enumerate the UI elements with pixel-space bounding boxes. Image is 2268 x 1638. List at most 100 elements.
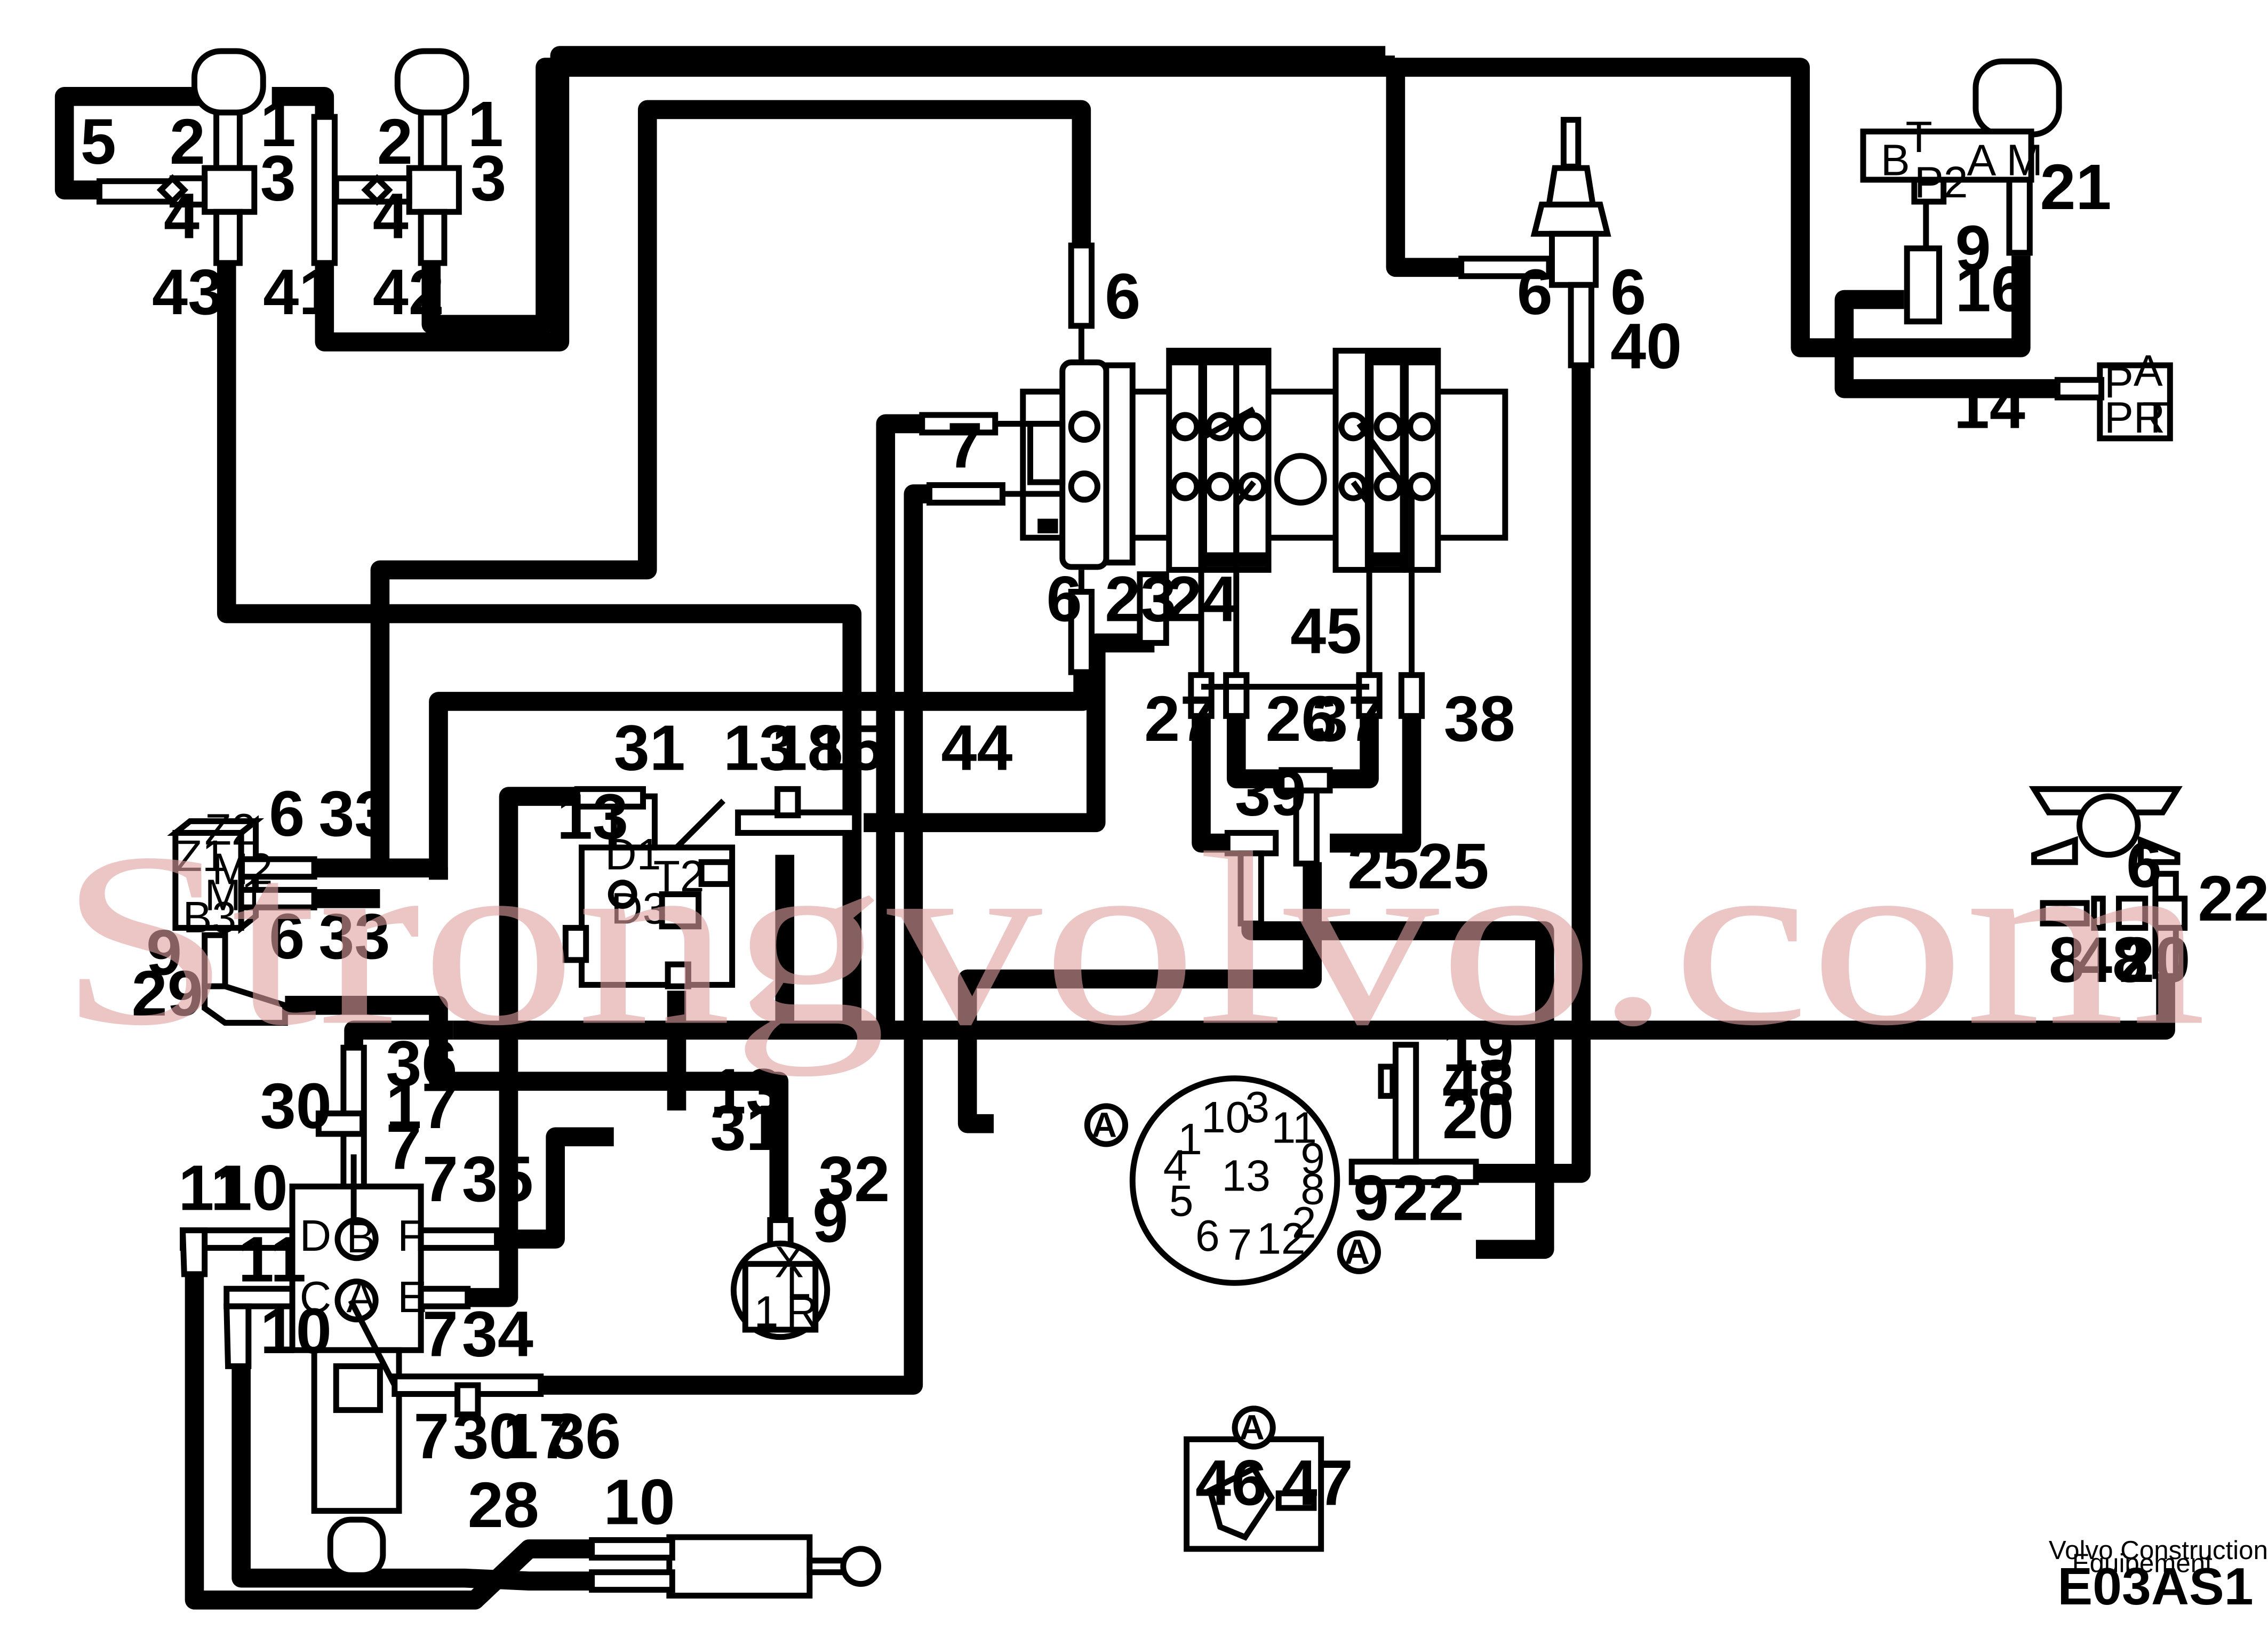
hose-14 <box>1834 348 2058 398</box>
label-10a: 10 <box>217 1152 288 1224</box>
label-18: 18 <box>772 712 843 784</box>
label-11b: 11 <box>238 1224 306 1296</box>
port-p2: P2 <box>1914 158 1968 207</box>
switch-pos-10: 10 <box>1201 1093 1250 1142</box>
label-9-pilot: 9 <box>1955 212 1991 284</box>
switch-pos-7: 7 <box>1227 1220 1252 1269</box>
label-19: 19 <box>1442 1013 1514 1085</box>
label-7-dv3: 7 <box>422 1298 458 1370</box>
label-9-motor: 9 <box>812 1184 848 1256</box>
port-p: P <box>2104 358 2134 407</box>
pilot-valve-block <box>1860 58 2173 442</box>
label-10b: 10 <box>260 1295 332 1367</box>
label-35: 35 <box>462 1143 533 1215</box>
label-24: 24 <box>1166 563 1237 635</box>
label-31a: 31 <box>614 712 685 784</box>
label-46: 46 <box>1195 1447 1267 1519</box>
accumulator-right <box>311 48 469 266</box>
detail-a-flange <box>1184 1436 1324 1552</box>
label-33a: 33 <box>318 778 390 850</box>
label-30a: 30 <box>260 1070 332 1142</box>
hose-41 <box>315 46 1386 351</box>
port-a2: A <box>2134 347 2163 395</box>
label-25b: 25 <box>1417 830 1489 902</box>
label-30b: 30 <box>453 1400 524 1472</box>
port-vb: B <box>346 1213 376 1262</box>
port-m1: M1 <box>205 872 266 920</box>
label-7-dv2: 7 <box>422 1143 458 1215</box>
hose-27 <box>1192 716 1228 853</box>
label-14: 14 <box>1954 370 2025 442</box>
label-6-joystick: 6 <box>1517 256 1553 328</box>
label-27: 27 <box>1144 683 1216 755</box>
footer-code: E03AS1 <box>2057 1557 2253 1616</box>
label-6-top: 6 <box>1105 260 1140 332</box>
switch-pos-13: 13 <box>1221 1152 1270 1201</box>
hose-36 <box>344 1020 453 1048</box>
detail-a-markers: A A A <box>1084 1103 1381 1450</box>
switch-pos-9: 9 <box>1300 1134 1325 1183</box>
item-labels: 1 2 3 4 5 1 2 3 4 43 41 42 6 7 6 23 24 6… <box>81 88 2268 1541</box>
fitting-13-18-15 <box>574 786 858 836</box>
hose-7b <box>540 484 930 1395</box>
label-40: 40 <box>1610 310 1682 382</box>
label-13c: 13 <box>710 1056 782 1128</box>
label-28: 28 <box>468 1469 539 1541</box>
hose-40 <box>1476 365 1591 1183</box>
selector-switch <box>1129 1042 1479 1286</box>
label-6-valve-bottom: 6 <box>1047 563 1082 635</box>
port-b: B <box>1881 137 1910 185</box>
label-7-valve: 7 <box>947 410 983 482</box>
hose-5 <box>54 87 202 199</box>
hose-rotator <box>429 672 1092 880</box>
footer-company: Volvo Construction <box>2049 1536 2268 1565</box>
port-m2: M2 <box>212 845 273 893</box>
label-15: 15 <box>812 712 884 784</box>
port-x: X <box>774 1238 804 1287</box>
switch-positions: 1 2 3 4 5 6 7 8 9 10 11 12 13 <box>1163 1083 1325 1269</box>
port-vd: D <box>300 1212 331 1260</box>
hose-42 <box>421 58 1462 334</box>
port-1: 1 <box>754 1288 779 1336</box>
label-31b: 31 <box>710 1092 782 1164</box>
port-letters: T B A M P2 P A PR T D1 T2 D3 Z2 Z1 M2 M1… <box>175 113 2169 1337</box>
switch-pos-11: 11 <box>1272 1104 1317 1152</box>
label-2a: 2 <box>170 106 205 178</box>
label-41: 41 <box>263 256 334 328</box>
port-ve: E <box>397 1273 427 1322</box>
label-13a: 13 <box>557 780 628 852</box>
label-34: 34 <box>462 1298 533 1370</box>
hose-34 <box>467 787 578 1307</box>
label-7-dv1: 7 <box>386 1111 421 1183</box>
label-4b: 4 <box>373 180 409 252</box>
label-1b: 1 <box>468 88 504 160</box>
fitting-7a <box>919 412 999 436</box>
fitting-7b <box>926 482 1005 506</box>
port-t2-sol: T2 <box>653 852 705 901</box>
hose-35 <box>497 1127 614 1249</box>
port-z1: Z1 <box>175 832 227 881</box>
label-20b: 20 <box>1442 1080 1514 1152</box>
z-block <box>167 815 317 1026</box>
label-6-block-a: 6 <box>269 778 305 850</box>
label-6-joystick-2: 6 <box>1610 256 1646 328</box>
label-42: 42 <box>373 256 444 328</box>
label-20a: 20 <box>2119 924 2190 996</box>
switch-pos-8: 8 <box>1300 1165 1325 1213</box>
hose-7a <box>876 414 922 1038</box>
hose-11b <box>231 1366 600 1591</box>
watermark-text: Strongvolvo.com <box>59 802 2207 1077</box>
port-pr: PR <box>2104 394 2165 442</box>
hose-44 <box>864 633 1155 833</box>
hydraulic-cylinder <box>589 1534 882 1599</box>
fitting-6-bottom <box>1068 589 1095 675</box>
label-37: 37 <box>1312 683 1384 755</box>
label-36b: 36 <box>549 1400 621 1472</box>
label-38: 38 <box>1444 683 1515 755</box>
label-2b: 2 <box>377 106 413 178</box>
label-47: 47 <box>1282 1447 1353 1519</box>
footer-subtitle: Equipement <box>2072 1549 2213 1578</box>
label-23: 23 <box>1105 563 1176 635</box>
label-3a: 3 <box>260 142 296 214</box>
